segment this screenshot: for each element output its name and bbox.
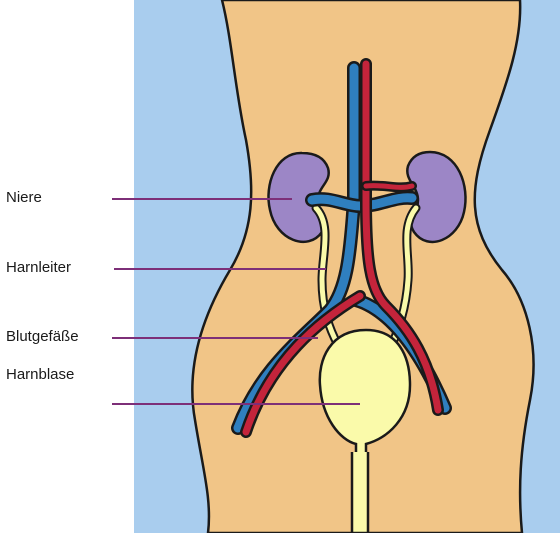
label-ureter: Harnleiter xyxy=(6,259,71,276)
label-bladder: Harnblase xyxy=(6,366,74,383)
label-blood-vessels: Blutgefäße xyxy=(6,328,79,345)
urethra xyxy=(352,452,368,533)
label-kidney: Niere xyxy=(6,189,42,206)
